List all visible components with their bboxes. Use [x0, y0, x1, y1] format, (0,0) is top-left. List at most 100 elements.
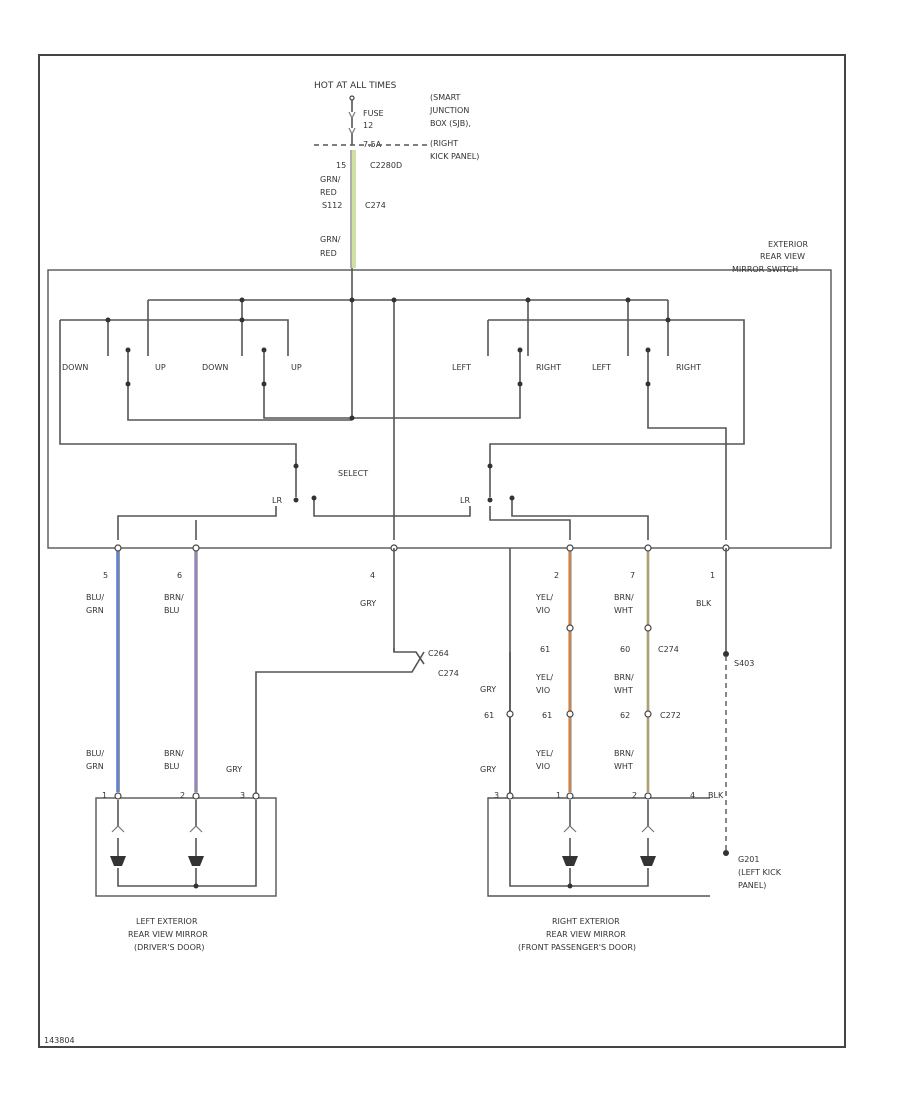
g201-label-3: PANEL)	[738, 881, 766, 890]
blk-label-upper: BLK	[696, 599, 712, 608]
left-mirror-connector-pins	[114, 792, 260, 800]
left-mirror-title-3: (DRIVER'S DOOR)	[134, 943, 205, 952]
c274-right-label: C274	[658, 645, 679, 654]
gry-label-2: GRY	[480, 685, 496, 694]
left-mirror-title-1: LEFT EXTERIOR	[136, 917, 198, 926]
fuse-word: FUSE	[363, 109, 384, 118]
pin-5-label: 5	[103, 571, 108, 580]
grn-red-label-1a: GRN/	[320, 175, 341, 184]
pin-61-a-label: 61	[540, 645, 550, 654]
pin-62-label: 62	[620, 711, 630, 720]
left-mirror-motors	[110, 800, 257, 889]
c2280d-label: C2280D	[370, 161, 402, 170]
brn-wht-label-2b: WHT	[614, 686, 633, 695]
brn-wht-label-2a: BRN/	[614, 673, 634, 682]
brn-blu-label-2b: BLU	[164, 762, 180, 771]
fuse-12	[348, 95, 356, 145]
select-label: SELECT	[338, 469, 368, 478]
c264-label: C264	[428, 649, 449, 658]
gry-wire-pin4	[255, 548, 511, 798]
c274-mid-label: C274	[438, 669, 459, 678]
left-mirror-pin-3: 3	[240, 791, 245, 800]
right-mirror-pin-3: 3	[494, 791, 499, 800]
c272-label: C272	[660, 711, 681, 720]
right-mirror-title-2: REAR VIEW MIRROR	[546, 930, 626, 939]
switch-up-2: UP	[291, 363, 302, 372]
switch-title-3: MIRROR SWITCH	[732, 265, 798, 274]
pin-1-label: 1	[710, 571, 715, 580]
grn-red-label-2a: GRN/	[320, 235, 341, 244]
yel-vio-label-2b: VIO	[536, 686, 550, 695]
right-mirror-pin-1: 1	[556, 791, 561, 800]
grn-red-label-2b: RED	[320, 249, 337, 258]
yel-vio-label-3a: YEL/	[535, 749, 553, 758]
right-mirror-box	[487, 797, 710, 897]
yel-vio-label-a: YEL/	[535, 593, 553, 602]
right-mirror-title-3: (FRONT PASSENGER'S DOOR)	[518, 943, 636, 952]
sjb-line-1: (SMART	[430, 93, 461, 102]
left-mirror-title-2: REAR VIEW MIRROR	[128, 930, 208, 939]
brn-wht-label-3a: BRN/	[614, 749, 634, 758]
left-mirror-pin-1: 1	[102, 791, 107, 800]
right-mirror-motors	[509, 800, 656, 889]
brn-wht-label-b: WHT	[614, 606, 633, 615]
brn-blu-label-a: BRN/	[164, 593, 184, 602]
s403-label: S403	[734, 659, 754, 668]
diagram-id: 143804	[44, 1036, 75, 1045]
yel-vio-label-b: VIO	[536, 606, 550, 615]
select-lr-2: LR	[460, 496, 470, 505]
mirror-switch-box	[47, 269, 832, 549]
grn-red-label-1b: RED	[320, 188, 337, 197]
gry-label-5: GRY	[480, 765, 496, 774]
sjb-line-4: (RIGHT	[430, 139, 458, 148]
right-switch-group	[487, 319, 745, 540]
sjb-line-3: BOX (SJB),	[430, 119, 471, 128]
pin-7-label: 7	[630, 571, 635, 580]
blk-pin-label: BLK	[708, 791, 724, 800]
blu-grn-label-2a: BLU/	[86, 749, 104, 758]
brn-blu-label-2a: BRN/	[164, 749, 184, 758]
supply-bus	[147, 268, 669, 540]
select-lr-1: LR	[272, 496, 282, 505]
sjb-line-5: KICK PANEL)	[430, 152, 479, 161]
sjb-line-2: JUNCTION	[429, 106, 469, 115]
yel-vio-label-2a: YEL/	[535, 673, 553, 682]
left-mirror-box	[95, 797, 277, 897]
g201-label-2: (LEFT KICK	[738, 868, 782, 877]
c272-connector	[506, 710, 652, 718]
pin-61-c-label: 61	[542, 711, 552, 720]
gry-wire-right	[393, 648, 511, 798]
switch-left-1: LEFT	[452, 363, 471, 372]
pin-15-label: 15	[336, 161, 346, 170]
pin-4-label: 4	[370, 571, 375, 580]
left-mirror-pin-2: 2	[180, 791, 185, 800]
pin-60-label: 60	[620, 645, 630, 654]
brn-wht-label-a: BRN/	[614, 593, 634, 602]
g201-label-1: G201	[738, 855, 759, 864]
switch-up-1: UP	[155, 363, 166, 372]
brn-wht-label-3b: WHT	[614, 762, 633, 771]
select-switch	[117, 470, 649, 540]
switch-title-2: REAR VIEW	[760, 252, 805, 261]
switch-title-1: EXTERIOR	[768, 240, 809, 249]
pin-61-b-label: 61	[484, 711, 494, 720]
fuse-number: 12	[363, 121, 373, 130]
pin-6-label: 6	[177, 571, 182, 580]
blu-grn-label-b: GRN	[86, 606, 104, 615]
switch-down-1: DOWN	[62, 363, 88, 372]
yel-vio-label-3b: VIO	[536, 762, 550, 771]
blu-grn-label-a: BLU/	[86, 593, 104, 602]
switch-right-2: RIGHT	[676, 363, 701, 372]
s112-label: S112	[322, 201, 342, 210]
left-switch-group	[59, 319, 521, 470]
switch-right-1: RIGHT	[536, 363, 561, 372]
c274-right-connector	[566, 624, 652, 632]
pin-2-label: 2	[554, 571, 559, 580]
c274-top-label: C274	[365, 201, 386, 210]
right-mirror-pin-4: 4	[690, 791, 695, 800]
right-mirror-connector-pins	[506, 792, 652, 800]
diagram-frame	[38, 54, 846, 1048]
blu-grn-label-2b: GRN	[86, 762, 104, 771]
right-mirror-title-1: RIGHT EXTERIOR	[552, 917, 620, 926]
